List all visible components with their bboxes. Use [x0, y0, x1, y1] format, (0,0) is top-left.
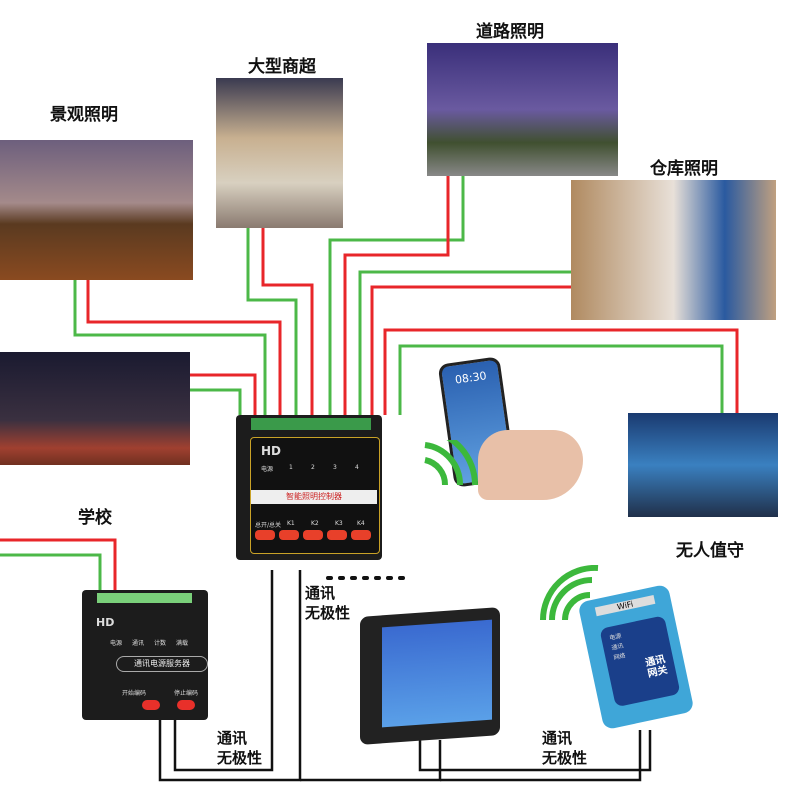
- unattended-green-wire: [398, 344, 724, 415]
- controller-panel: HD 电源 1 2 3 4 智能照明控制器 总开/总关 K1 K2 K3 K4: [250, 437, 380, 554]
- comm-power-server: HD 电源 通讯 计数 满载 通讯电源服务器 开始编码 停止编码: [82, 590, 208, 720]
- label-road: 道路照明: [476, 22, 544, 42]
- wifi-signal-icon: [540, 565, 599, 621]
- indicator-label: 计数: [154, 640, 167, 647]
- school-photo: [0, 352, 190, 465]
- gateway-panel: 电源 通讯 网络 通讯网关: [599, 615, 681, 708]
- button-label: 总开/总关: [255, 522, 282, 529]
- wifi-signal-icon: [424, 440, 479, 486]
- label-landscape: 景观照明: [50, 105, 118, 125]
- brand-logo: HD: [96, 616, 115, 629]
- warehouse-red-wire: [370, 285, 590, 415]
- power-red-wire: [0, 538, 117, 590]
- comm-label-top: 通讯无极性: [305, 583, 350, 623]
- lighting-controller: HD 电源 1 2 3 4 智能照明控制器 总开/总关 K1 K2 K3 K4: [236, 415, 382, 560]
- road-green-wire: [328, 176, 465, 415]
- unattended-red-wire: [383, 328, 739, 415]
- bus-wire-c: [418, 730, 652, 772]
- k4-button[interactable]: [351, 530, 371, 540]
- k2-button[interactable]: [303, 530, 323, 540]
- hand: [478, 430, 583, 500]
- indicator-label: 满载: [176, 640, 189, 647]
- power-module-title: 通讯电源服务器: [116, 656, 208, 672]
- warehouse-photo: [571, 180, 776, 320]
- led-label: 网络: [613, 652, 627, 662]
- touch-screen-display[interactable]: [382, 619, 492, 728]
- start-encoding-button[interactable]: [142, 700, 160, 710]
- all-switch-button[interactable]: [255, 530, 275, 540]
- label-mall: 大型商超: [248, 57, 316, 77]
- terminal-block: [251, 418, 371, 430]
- button-label: K4: [357, 520, 365, 527]
- bus-wire-e: [440, 730, 642, 782]
- landscape-red-wire: [86, 280, 282, 415]
- mall-photo: [216, 78, 343, 228]
- comm-text: 通讯: [217, 729, 248, 747]
- comm-text: 通讯: [305, 584, 336, 602]
- comm-text: 无极性: [217, 749, 263, 767]
- school-green-wire: [190, 388, 242, 415]
- button-label: K1: [287, 520, 295, 527]
- button-label: K2: [311, 520, 319, 527]
- button-label: 开始编码: [122, 690, 147, 697]
- k3-button[interactable]: [327, 530, 347, 540]
- mall-green-wire: [246, 228, 298, 415]
- comm-text: 通讯: [542, 729, 573, 747]
- k1-button[interactable]: [279, 530, 299, 540]
- touch-screen-panel[interactable]: [360, 607, 500, 745]
- controller-button-row: [255, 530, 371, 540]
- label-school: 学校: [78, 508, 112, 528]
- button-label: K3: [335, 520, 343, 527]
- controller-title: 智能照明控制器: [251, 490, 377, 504]
- indicator-label: 通讯: [132, 640, 145, 647]
- school-red-wire: [190, 373, 257, 415]
- landscape-green-wire: [73, 280, 267, 415]
- channel-label: 2: [311, 464, 315, 471]
- stop-encoding-button[interactable]: [177, 700, 195, 710]
- gateway-title: 通讯网关: [644, 654, 669, 680]
- power-green-wire: [0, 553, 102, 590]
- channel-label: 4: [355, 464, 359, 471]
- road-red-wire: [343, 176, 450, 415]
- road-photo: [427, 43, 618, 176]
- bus-wire-a: [173, 570, 274, 772]
- comm-text: 无极性: [305, 604, 351, 622]
- wifi-label: WiFi: [594, 595, 656, 617]
- unattended-photo: [628, 413, 778, 517]
- landscape-photo: [0, 140, 193, 280]
- brand-logo: HD: [261, 444, 282, 458]
- indicator-label: 电源: [110, 640, 123, 647]
- warehouse-green-wire: [358, 270, 580, 415]
- button-label: 停止编码: [174, 690, 199, 697]
- comm-text: 无极性: [542, 749, 588, 767]
- label-warehouse: 仓库照明: [650, 159, 718, 179]
- mall-red-wire: [261, 228, 314, 415]
- bus-wire-b: [158, 570, 302, 782]
- channel-label: 3: [333, 464, 337, 471]
- comm-label-left: 通讯无极性: [217, 728, 262, 768]
- channel-label: 1: [289, 464, 293, 471]
- comm-label-right: 通讯无极性: [542, 728, 587, 768]
- phone-time: 08:30: [454, 369, 488, 387]
- label-unattended: 无人值守: [676, 541, 744, 561]
- terminal-block: [97, 593, 192, 603]
- power-led-label: 电源: [261, 466, 274, 473]
